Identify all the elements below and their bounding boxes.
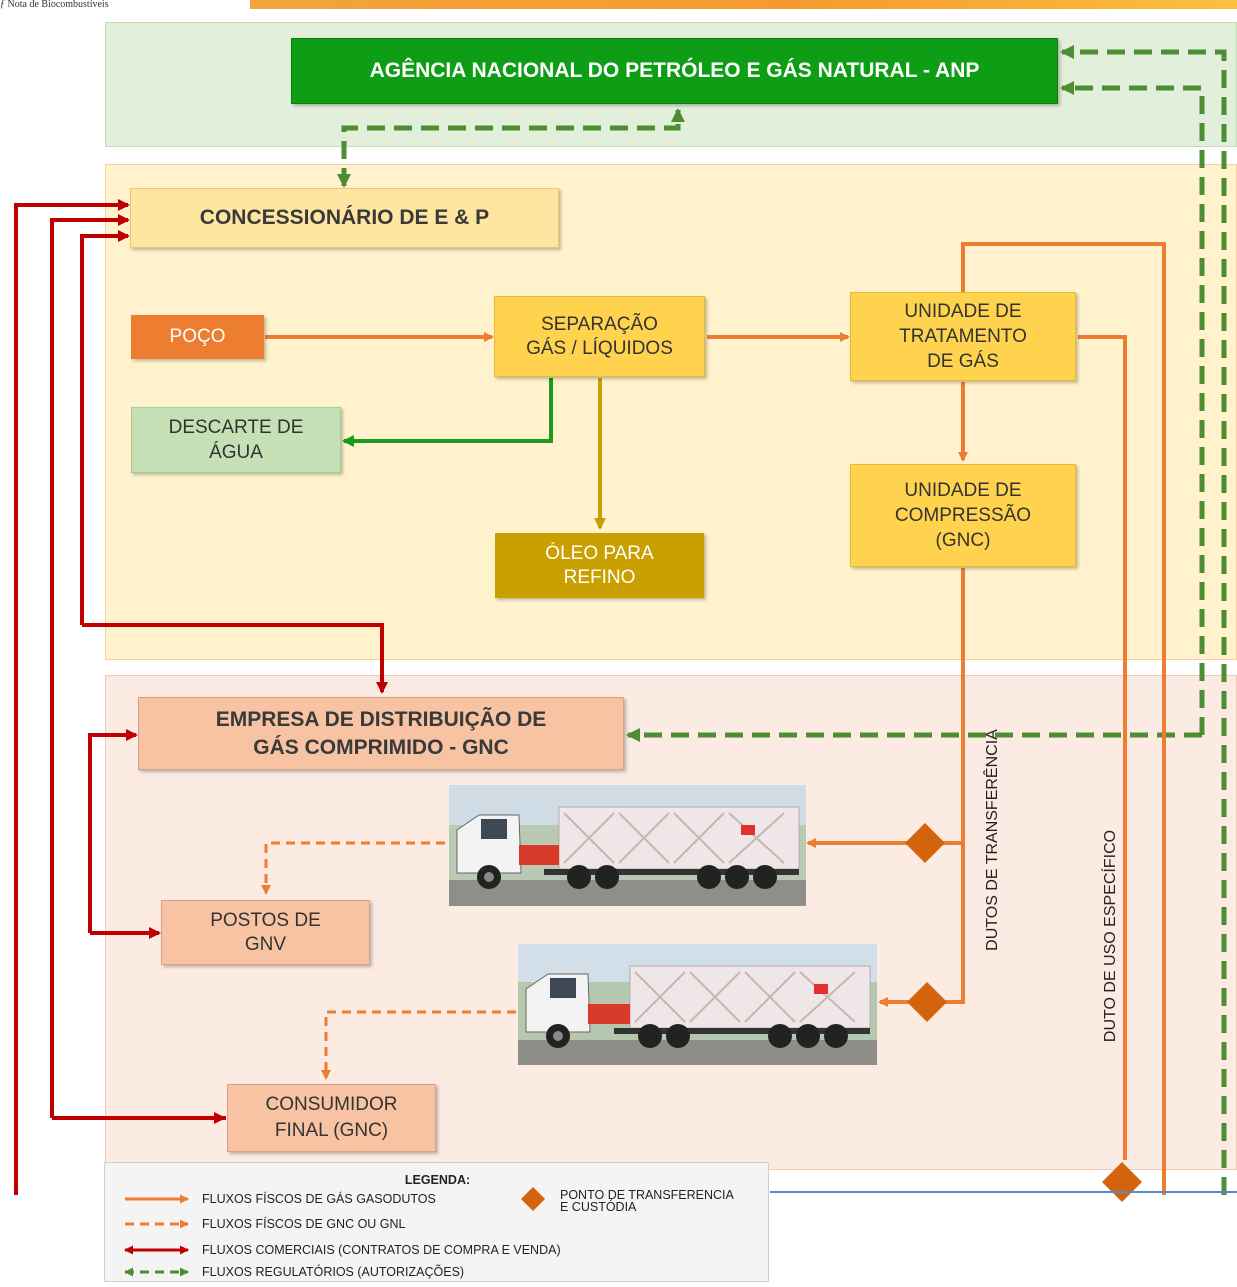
descarte-box: DESCARTE DE ÁGUA	[131, 407, 341, 473]
truck-picture	[449, 785, 806, 906]
legend-title: LEGENDA:	[404, 1173, 471, 1187]
pipeline-flows	[265, 242, 1166, 1195]
oleo-box: ÓLEO PARA REFINO	[495, 533, 704, 598]
compressao-label: UNIDADE DE COMPRESSÃO (GNC)	[894, 480, 1032, 551]
tratamento-box: UNIDADE DE TRATAMENTO DE GÁS	[850, 292, 1076, 381]
tratamento-label: UNIDADE DE TRATAMENTO DE GÁS	[899, 301, 1027, 372]
legend-item-pipeline: FLUXOS FÍSCOS DE GÁS GASODUTOS	[202, 1192, 436, 1206]
legend-item-cng: FLUXOS FÍSCOS DE GNC OU GNL	[202, 1217, 406, 1231]
anp-label: AGÊNCIA NACIONAL DO PETRÓLEO E GÁS NATUR…	[369, 59, 980, 82]
descarte-label: DESCARTE DE ÁGUA	[168, 417, 304, 463]
empresa-label: EMPRESA DE DISTRIBUIÇÃO DE GÁS COMPRIMID…	[215, 707, 547, 759]
legend-item-regulatory: FLUXOS REGULATÓRIOS (AUTORIZAÇÕES)	[202, 1265, 465, 1279]
postos-box: POSTOS DE GNV	[161, 900, 370, 965]
empresa-box: EMPRESA DE DISTRIBUIÇÃO DE GÁS COMPRIMID…	[138, 697, 624, 770]
legend-diamond-icon	[521, 1187, 545, 1211]
custody-diamond-1	[905, 823, 945, 863]
legend-swatches	[124, 1194, 189, 1277]
separacao-label: SEPARAÇÃO GÁS / LÍQUIDOS	[526, 313, 673, 359]
regulatory-flows	[337, 45, 1227, 1195]
poco-box: POÇO	[131, 315, 264, 359]
consumidor-label: CONSUMIDOR FINAL (GNC)	[265, 1094, 398, 1141]
custody-diamond-2	[907, 982, 947, 1022]
cng-truck-image	[449, 785, 806, 906]
compressao-box: UNIDADE DE COMPRESSÃO (GNC)	[850, 464, 1076, 567]
anp-box: AGÊNCIA NACIONAL DO PETRÓLEO E GÁS NATUR…	[291, 38, 1058, 104]
commercial-flows	[14, 199, 388, 1195]
legend-diamond-label: PONTO DE TRANSFERENCIA E CUSTÓDIA	[560, 1188, 734, 1214]
postos-label: POSTOS DE GNV	[210, 909, 321, 955]
poco-label: POÇO	[169, 326, 226, 347]
water-discharge-flow	[342, 378, 553, 447]
legend: LEGENDA: FLUXOS FÍSCOS DE GÁS GASODUTOS …	[104, 1162, 769, 1282]
cng-truck-image-2	[518, 944, 877, 1065]
cng-flows	[261, 841, 516, 1080]
custody-diamonds	[905, 823, 1142, 1202]
custody-diamond-3	[1102, 1162, 1142, 1202]
top-decorative-band	[250, 0, 1237, 9]
truck-picture-2	[518, 944, 877, 1065]
legend-item-commercial: FLUXOS COMERCIAIS (CONTRATOS DE COMPRA E…	[202, 1243, 561, 1257]
concessionario-label: CONCESSIONÁRIO DE E & P	[199, 206, 490, 229]
header-fragment: ƒ Nota de Biocombustíveis	[0, 0, 109, 9]
oleo-label: ÓLEO PARA REFINO	[545, 542, 654, 588]
consumidor-box: CONSUMIDOR FINAL (GNC)	[227, 1084, 436, 1152]
concessionario-box: CONCESSIONÁRIO DE E & P	[130, 188, 559, 248]
separacao-box: SEPARAÇÃO GÁS / LÍQUIDOS	[494, 296, 705, 377]
